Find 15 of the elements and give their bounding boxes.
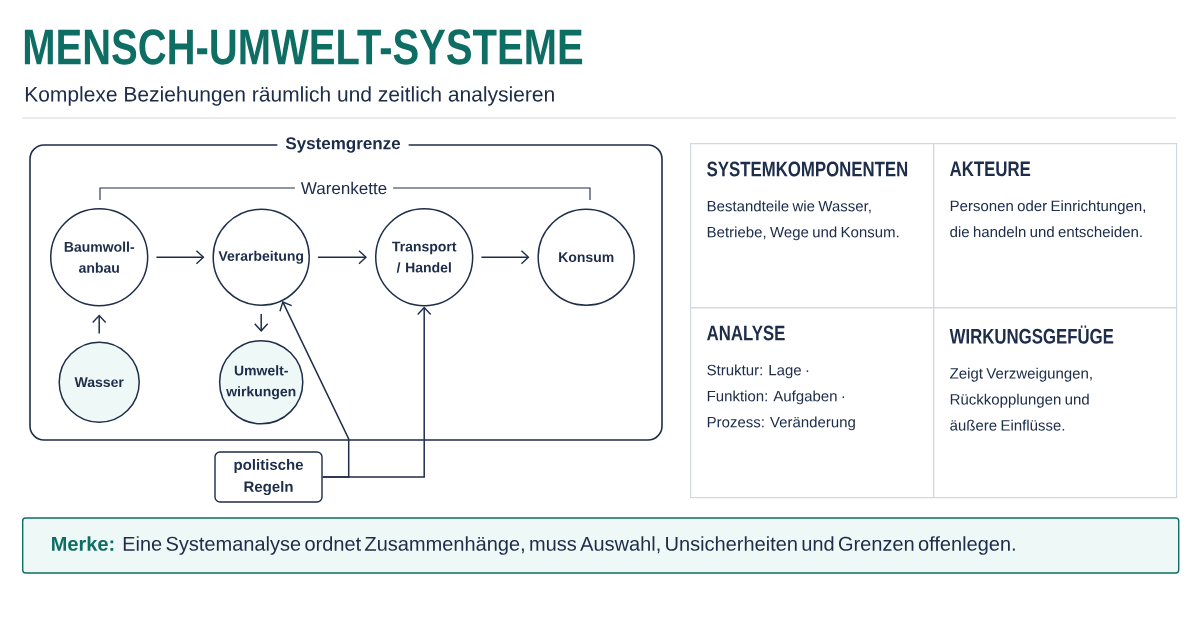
arrow xyxy=(480,250,530,265)
note-box: Merke: Eine Systemanalyse ordnet Zusammenhänge, muss Auswahl, Unsicherheiten und Grenzen offenlegen. xyxy=(22,517,1180,574)
arrow xyxy=(155,250,205,265)
arrow xyxy=(317,250,367,265)
arrow xyxy=(279,301,350,478)
arrow xyxy=(321,306,432,478)
title: MENSCH-UMWELT-SYSTEME xyxy=(24,29,583,65)
info-card: AKTEURE Personen oder Einrichtungen, die handeln und entscheiden. xyxy=(933,143,1178,309)
arrow xyxy=(254,313,269,332)
info-card: WIRKUNGSGEFÜGE Zeigt Verzweigungen, Rückkopplungen und äußere Einflüsse. xyxy=(933,307,1178,499)
subtitle: Komplexe Beziehungen räumlich und zeitlich analysieren xyxy=(25,86,554,106)
bracket-label: Warenkette xyxy=(294,178,394,198)
arrow xyxy=(92,314,107,335)
info-card: ANALYSE Struktur: Lage · Funktion: Aufgaben · Prozess: Veränderung xyxy=(690,307,935,499)
info-card: SYSTEMKOMPONENTEN Bestandteile wie Wasser, Betriebe, Wege und Konsum. xyxy=(690,143,935,309)
